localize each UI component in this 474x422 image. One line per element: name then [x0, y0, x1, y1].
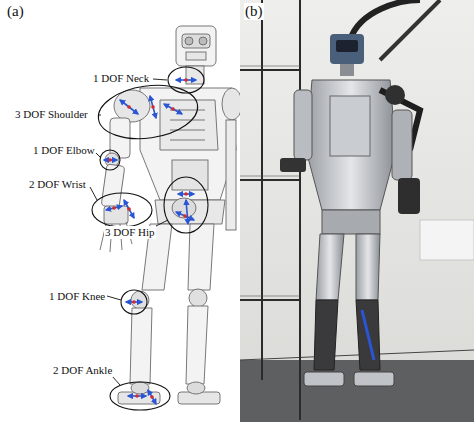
axis-arrows	[104, 80, 196, 404]
joint-label: 3 DOF Hip	[104, 226, 156, 239]
joint-label: 2 DOF Ankle	[52, 364, 113, 377]
robot-photo	[240, 0, 474, 422]
joint-ellipses	[92, 67, 208, 410]
leader-lines	[90, 79, 168, 385]
joint-label: 1 DOF Knee	[48, 290, 106, 303]
joint-label: 1 DOF Elbow	[32, 144, 96, 157]
joint-label: 1 DOF Neck	[92, 72, 150, 85]
panel-label: (a)	[6, 3, 25, 20]
joint-label: 3 DOF Shoulder	[14, 108, 89, 121]
joint-label: 2 DOF Wrist	[28, 178, 87, 191]
panel-label: (b)	[244, 3, 264, 20]
